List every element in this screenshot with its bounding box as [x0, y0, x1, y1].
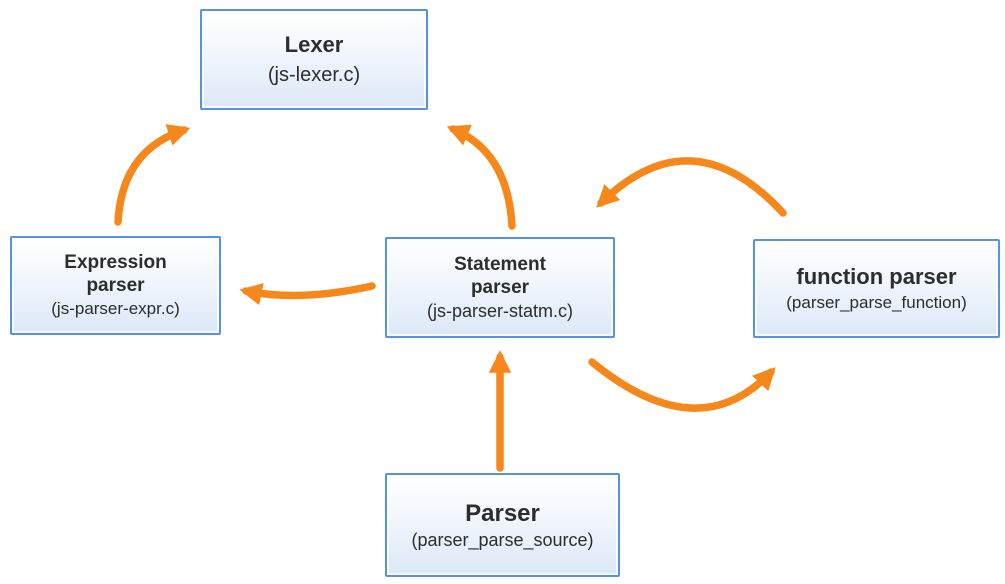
node-expression-parser-subtitle: (js-parser-expr.c) — [51, 299, 180, 319]
node-expression-parser-title: Expression parser — [64, 252, 167, 297]
node-statement-parser-title: Statement parser — [454, 253, 546, 298]
node-function-parser-subtitle: (parser_parse_function) — [786, 292, 967, 312]
arrow-statement-parser-to-expression-parser — [239, 282, 376, 306]
node-parser: Parser (parser_parse_source) — [385, 473, 620, 577]
node-function-parser: function parser (parser_parse_function) — [753, 239, 1000, 338]
arrow-statement-parser-to-lexer — [446, 124, 516, 230]
arrow-function-parser-to-statement-parser — [596, 157, 787, 217]
node-function-parser-title: function parser — [796, 263, 957, 289]
node-parser-title: Parser — [465, 499, 540, 527]
node-statement-parser: Statement parser (js-parser-statm.c) — [385, 237, 615, 338]
node-lexer-subtitle: (js-lexer.c) — [267, 63, 361, 86]
node-lexer-title: Lexer — [284, 32, 344, 58]
node-lexer: Lexer (js-lexer.c) — [200, 9, 428, 110]
node-expression-parser: Expression parser (js-parser-expr.c) — [10, 236, 221, 335]
node-statement-parser-subtitle: (js-parser-statm.c) — [426, 300, 573, 321]
arrow-statement-parser-to-function-parser — [588, 358, 776, 412]
arrow-expression-parser-to-lexer — [114, 124, 191, 226]
node-parser-subtitle: (parser_parse_source) — [411, 529, 594, 550]
